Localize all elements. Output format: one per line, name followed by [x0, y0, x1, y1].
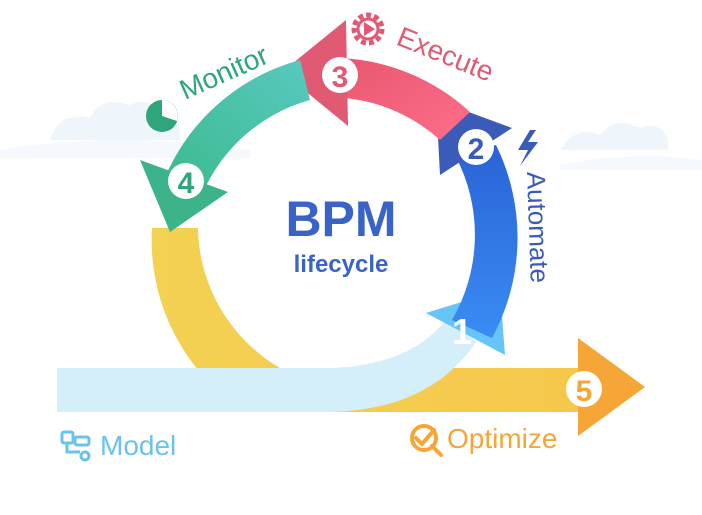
execute-arc: [340, 58, 470, 140]
optimize-arrowhead: [578, 338, 645, 436]
model-label-group: Model: [60, 430, 176, 462]
optimize-arc: [151, 228, 582, 412]
stage-5-badge: 5: [566, 371, 602, 408]
stage-4-badge: 4: [168, 163, 204, 200]
automate-label: Automate: [521, 171, 555, 283]
stage-1-badge: 1: [452, 311, 472, 352]
optimize-check-icon: [410, 424, 443, 457]
background-clouds: [0, 101, 702, 170]
stage-2-badge: 2: [458, 129, 494, 166]
pie-chart-icon: [146, 100, 178, 132]
stage-1-number: 1: [452, 311, 472, 352]
model-label: Model: [100, 430, 176, 461]
optimize-label-group: Optimize: [410, 423, 557, 457]
stage-4-number: 4: [178, 167, 195, 200]
execute-arrowhead: [282, 20, 348, 126]
automate-arc: [452, 145, 518, 338]
stage-5-number: 5: [576, 375, 593, 408]
stage-3-badge: 3: [322, 57, 358, 94]
stage-2-number: 2: [468, 133, 485, 166]
center-title: BPM: [285, 191, 396, 247]
gear-play-icon: [351, 12, 385, 46]
automate-label-group: Automate: [518, 130, 555, 283]
optimize-label: Optimize: [447, 423, 557, 454]
lightning-icon: [518, 130, 538, 166]
model-band: [57, 318, 476, 412]
cloud-right: [560, 122, 668, 150]
model-flow-icon: [60, 430, 91, 462]
stage-3-number: 3: [332, 61, 349, 94]
center-subtitle: lifecycle: [294, 251, 389, 278]
cloud-band-right: [560, 156, 702, 170]
